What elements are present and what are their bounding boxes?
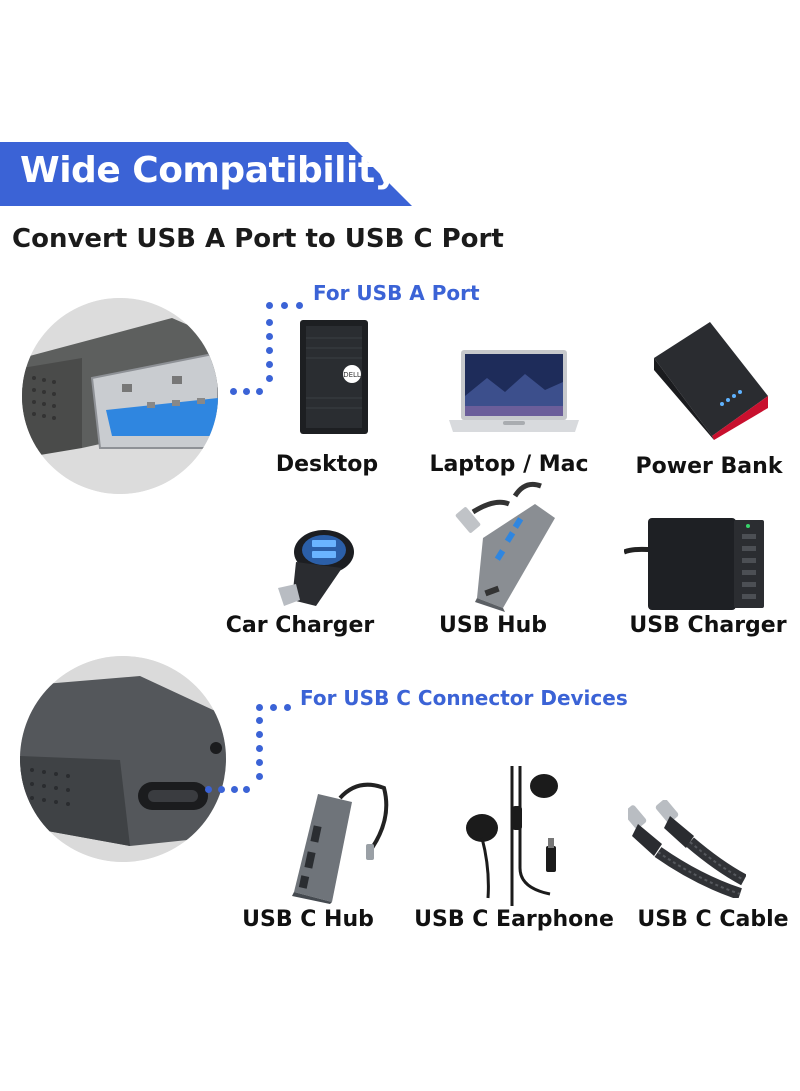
usb-c-port-icon [20, 656, 226, 862]
item-label-power-bank: Power Bank [635, 454, 783, 479]
usb-c-hub-icon [292, 782, 389, 904]
usb-c-cable-image [628, 800, 746, 898]
usb-a-adapter-closeup [22, 298, 218, 494]
usb-c-adapter-closeup [20, 656, 226, 862]
item-label-laptop: Laptop / Mac [429, 452, 589, 477]
item-label-usb-c-hub: USB C Hub [242, 907, 374, 932]
section-label-usb-c: For USB C Connector Devices [300, 686, 628, 710]
desktop-tower-icon: DELL [300, 320, 368, 434]
usb-charger-image [624, 512, 766, 612]
car-charger-image [272, 528, 358, 610]
banner-title: Wide Compatibility [20, 150, 398, 191]
section-label-usb-a: For USB A Port [313, 281, 480, 305]
title-banner [0, 142, 412, 206]
item-label-desktop: Desktop [275, 452, 379, 477]
usb-a-plug-icon [22, 298, 218, 494]
earphone-image [460, 758, 570, 906]
power-bank-icon [654, 322, 768, 440]
usb-hub-image [455, 478, 565, 612]
item-label-usb-hub: USB Hub [439, 613, 547, 638]
laptop-image [447, 348, 581, 434]
usb-c-hub-image [288, 778, 392, 904]
earphone-icon [466, 766, 558, 906]
laptop-icon [449, 350, 579, 432]
desktop-image: DELL [298, 318, 370, 436]
item-label-usb-c-earphone: USB C Earphone [414, 907, 614, 932]
usb-c-cable-icon [628, 800, 746, 898]
usb-charger-icon [624, 518, 764, 610]
item-label-usb-charger: USB Charger [629, 613, 787, 638]
power-bank-image [650, 318, 770, 440]
usb-hub-icon [455, 481, 555, 612]
car-charger-icon [278, 530, 354, 606]
svg-text:DELL: DELL [343, 371, 361, 379]
item-label-car-charger: Car Charger [225, 613, 375, 638]
item-label-usb-c-cable: USB C Cable [637, 907, 789, 932]
page-subtitle: Convert USB A Port to USB C Port [12, 224, 504, 254]
